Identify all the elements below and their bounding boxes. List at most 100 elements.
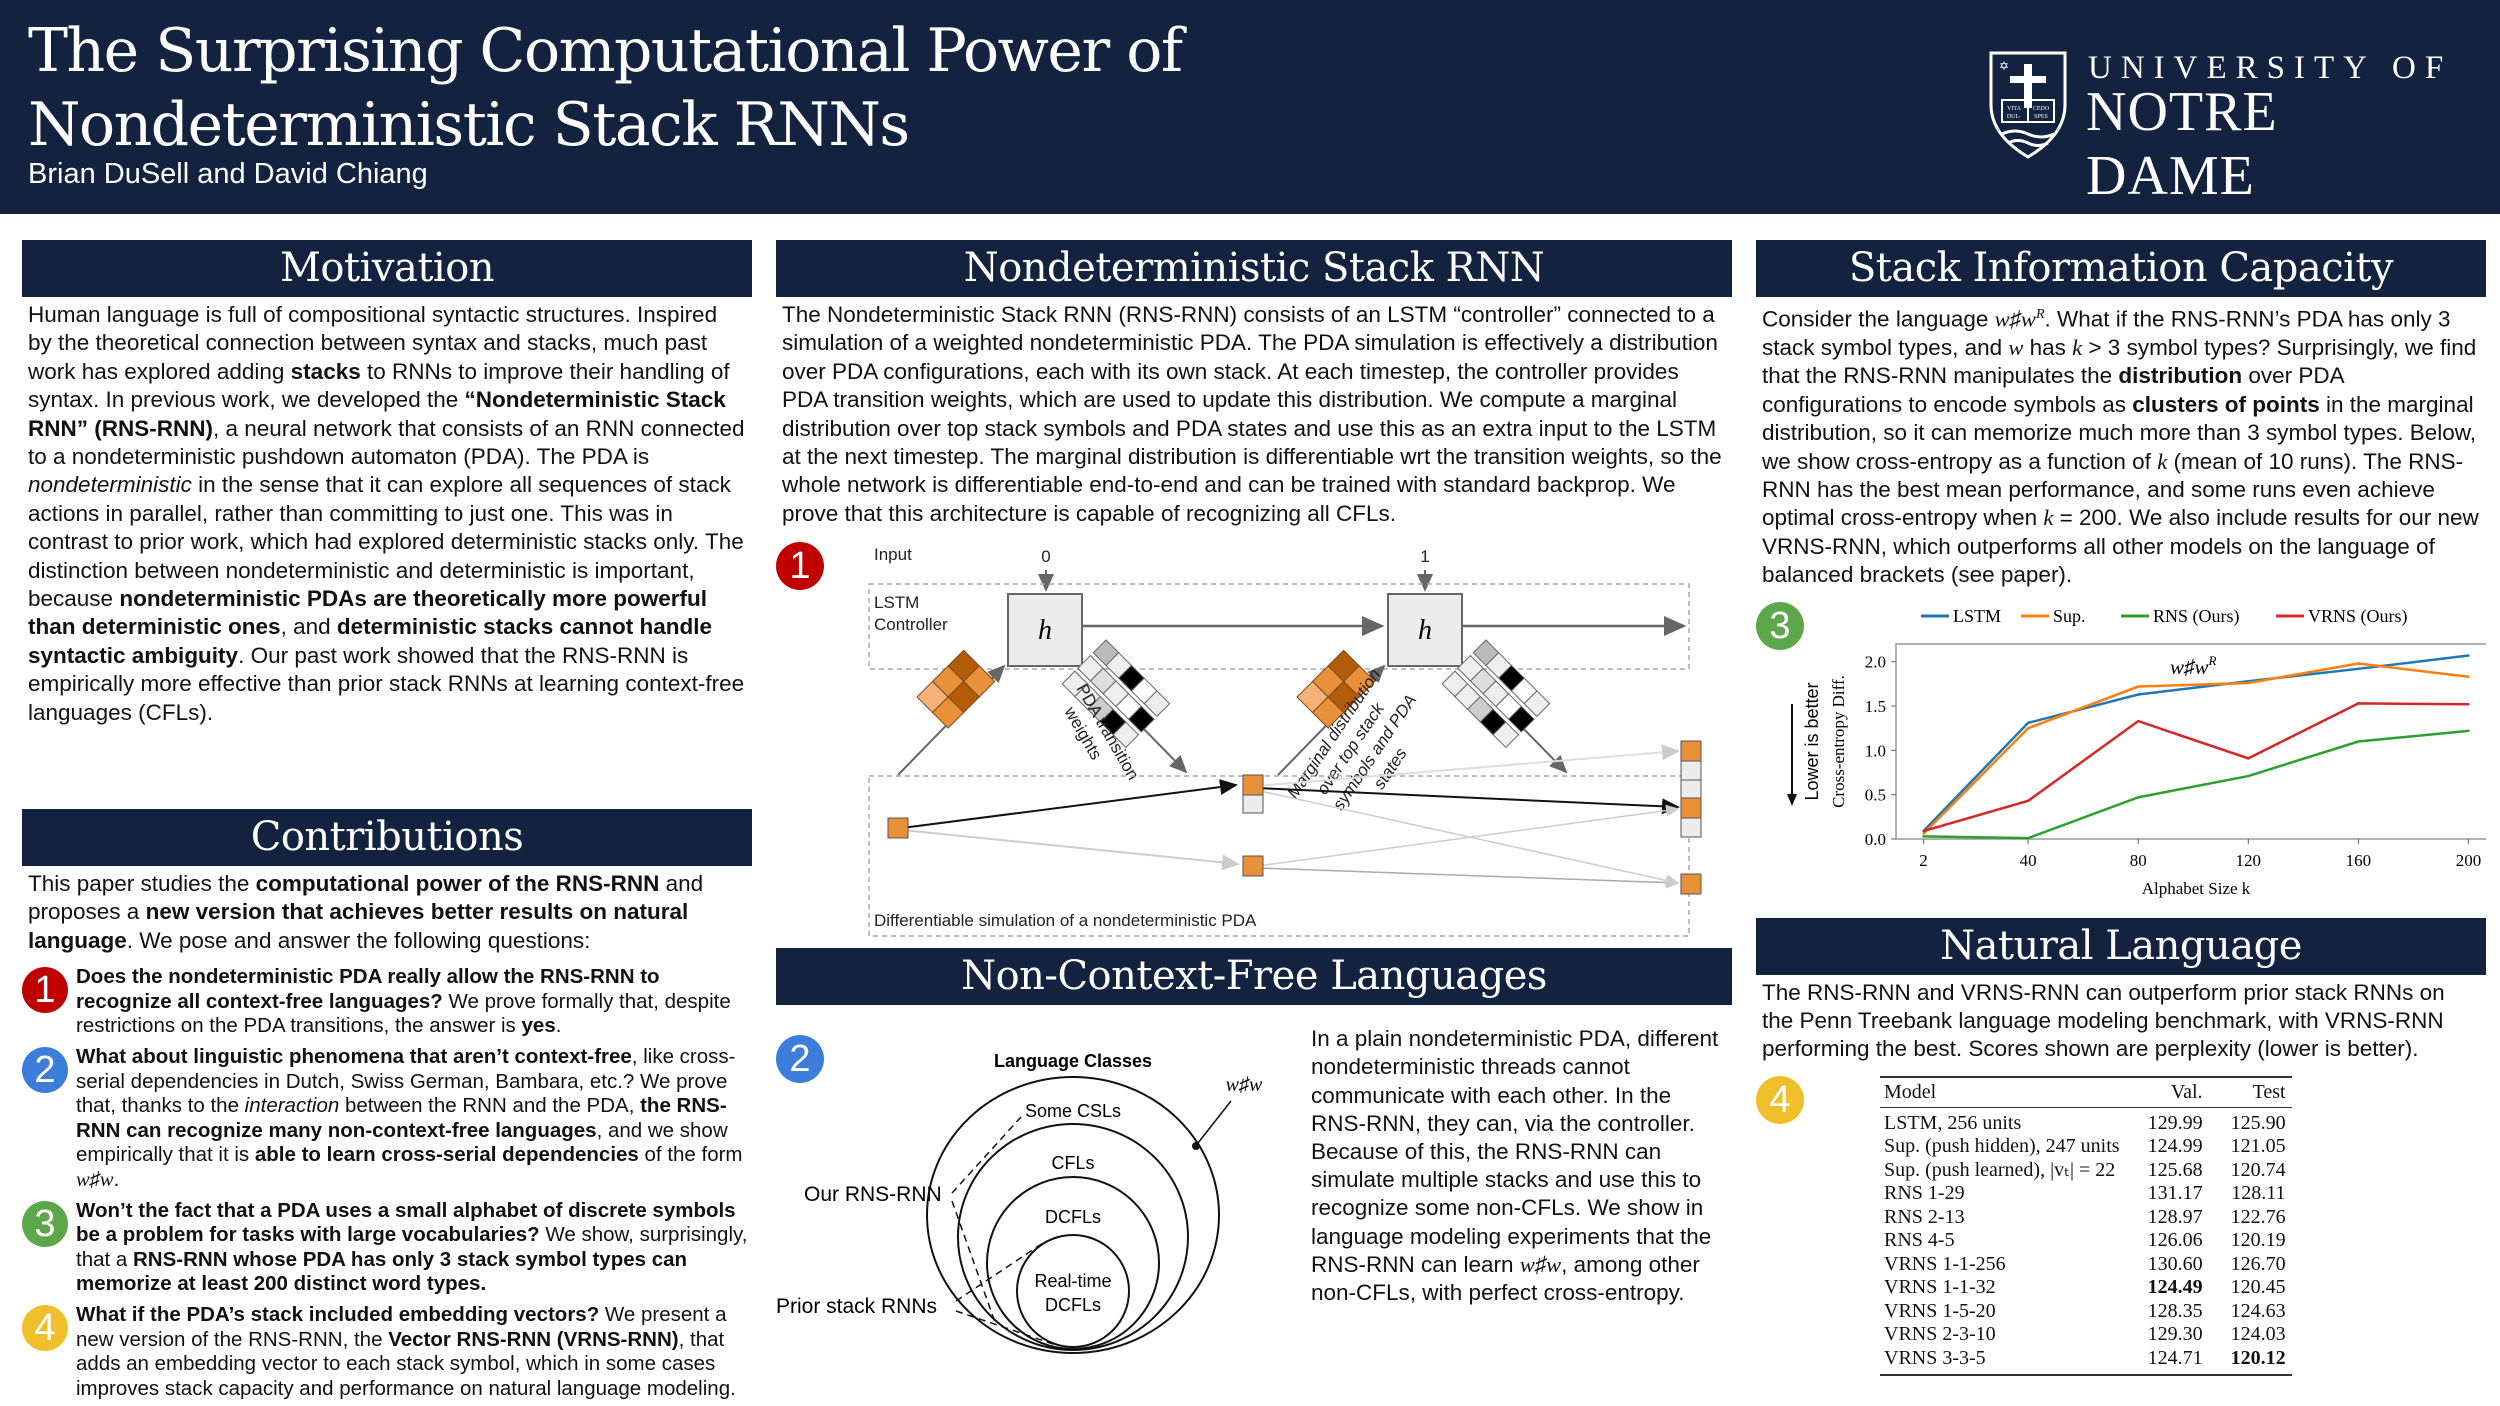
column-header: Model — [1880, 1076, 2126, 1108]
text-run: new version that achieves better results… — [28, 899, 689, 953]
question-text: What if the PDA’s stack included embeddi… — [76, 1302, 600, 1326]
data-point — [2467, 702, 2470, 706]
shield-icon: VITA DUL- CEDO SPES ✡ — [1989, 51, 2067, 159]
answer-text: between the RNN and the PDA, — [339, 1094, 641, 1118]
x-tick-label: 200 — [2456, 851, 2482, 870]
data-point — [1922, 834, 1925, 838]
cell-model: RNS 1-29 — [1884, 1182, 1965, 1205]
answer-bold: the RNS-RNN can recognize many non-conte… — [76, 1094, 727, 1142]
cell-model: VRNS 2-3-10 — [1884, 1323, 1996, 1346]
text-run: . What if the RNS-RNN’s PDA has only 3 s… — [1762, 306, 2451, 360]
cell-test: 120.12 — [2208, 1346, 2292, 1377]
diagram-title: Language Classes — [994, 1051, 1152, 1071]
math-expression: k — [2072, 334, 2083, 360]
series-line-sup — [1922, 661, 2469, 835]
answer-text: We prove formally that, despite restrict… — [76, 989, 731, 1038]
figure-badge-4: 4 — [1756, 1075, 1804, 1124]
answer-bold: able to learn cross-serial dependencies — [254, 1143, 639, 1167]
marginal-grid-1 — [1296, 649, 1376, 730]
text-bold: distribution — [2118, 363, 2243, 389]
text-run: , among other non-CFLs, with perfect cro… — [1311, 1251, 1700, 1306]
cell-test: 126.70 — [2230, 1252, 2286, 1275]
cell-test: 124.63 — [2230, 1299, 2286, 1322]
cell-test: 128.11 — [2231, 1182, 2286, 1205]
data-point — [1922, 829, 1925, 832]
question-text: What about linguistic phenomena that are… — [76, 1045, 632, 1068]
title-line-1: The Surprising Computational Power of — [28, 16, 1183, 86]
controller-label-2: Controller — [874, 615, 948, 634]
cell-test: 120.45 — [2230, 1276, 2286, 1299]
cell-model: VRNS 3-3-5 — [1880, 1346, 2126, 1377]
hidden-state-1 — [1387, 593, 1463, 668]
cell-model: RNS 4-5 — [1884, 1229, 1955, 1252]
x-tick-label: 80 — [2130, 851, 2147, 870]
data-point — [2247, 774, 2250, 777]
text-run: “Nondeterministic Stack RNN” (RNS-RNN) — [28, 387, 726, 441]
data-point — [2137, 692, 2140, 696]
poster-title: The Surprising Computational Power of No… — [28, 14, 1183, 162]
contributions-heading: Contributions — [22, 809, 752, 866]
question-text: Won’t the fact that a PDA uses a small a… — [76, 1198, 736, 1247]
natural-language-text: The RNS-RNN and VRNS-RNN can outperform … — [1762, 979, 2445, 1062]
text-bold: clusters of points — [2132, 391, 2320, 417]
math-expression: w♯w — [1994, 306, 2036, 332]
number-badge-2: 2 — [22, 1047, 68, 1093]
math-superscript: R — [2035, 307, 2045, 322]
class-label: DCFLs — [1045, 1295, 1101, 1315]
answer-bold: Vector RNS-RNN (VRNS-RNN) — [388, 1327, 679, 1351]
text-run: and proposes a — [28, 871, 704, 925]
text-run: Consider the language — [1762, 306, 1995, 332]
cell-val: 131.17 — [2147, 1182, 2203, 1205]
lower-is-better-label: Lower is better — [1802, 682, 1822, 800]
cell-val: 124.49 — [2147, 1276, 2203, 1299]
cell-test: 122.76 — [2230, 1205, 2286, 1228]
series-line-vrns-ours — [1923, 701, 2469, 832]
data-point — [2026, 721, 2030, 724]
question-text: Does the nondeterministic PDA really all… — [76, 965, 660, 1013]
text-run: , a neural network that consists of an R… — [28, 415, 745, 470]
svg-text:CEDO: CEDO — [2033, 106, 2050, 112]
cell-model: RNS 2-13 — [1884, 1205, 1965, 1228]
cell-val: 128.97 — [2147, 1205, 2203, 1228]
column-header: Val. — [2125, 1076, 2209, 1108]
text-run: , and — [280, 614, 337, 640]
capacity-text: Consider the language w♯wR. What if the … — [1756, 297, 2486, 590]
text-run: (mean of 10 runs). The RNS-RNN has the b… — [1762, 448, 2464, 531]
controller-label-1: LSTM — [874, 593, 919, 612]
nsrnn-heading: Nondeterministic Stack RNN — [776, 240, 1732, 297]
y-tick-label: 0.0 — [1865, 830, 1886, 849]
input-token-0: 0 — [1041, 547, 1050, 566]
motivation-text: Human language is full of compositional … — [22, 297, 752, 807]
university-logo: VITA DUL- CEDO SPES ✡ UNIVERSITY OF NOTR… — [1988, 50, 2458, 207]
answer-text: We show, surprisingly, that a — [76, 1223, 748, 1271]
class-label: Some CSLs — [1025, 1101, 1121, 1121]
legend-label: Sup. — [2053, 606, 2086, 626]
stack-node — [1680, 797, 1702, 819]
stack-node — [1242, 794, 1264, 814]
column-middle: Nondeterministic Stack RNN The Nondeterm… — [776, 240, 1732, 1365]
stack-node — [1242, 855, 1264, 877]
data-point — [2026, 726, 2030, 729]
number-badge-4: 4 — [22, 1304, 68, 1351]
text-run: This paper studies the — [28, 871, 256, 896]
input-label: Input — [874, 545, 912, 564]
cell-val: 124.99 — [2147, 1135, 2203, 1158]
stack-node — [1680, 873, 1702, 895]
x-tick-label: 120 — [2236, 851, 2262, 870]
data-point — [2357, 701, 2360, 705]
answer-text: , that adds an embedding vector to each … — [76, 1327, 736, 1400]
cell-val: 130.60 — [2147, 1252, 2203, 1275]
data-point — [2357, 739, 2360, 743]
cell-val: 125.68 — [2147, 1158, 2203, 1181]
prior-stack-rnns-label: Prior stack RNNs — [776, 1295, 937, 1318]
data-point — [2137, 684, 2140, 688]
arrowhead-icon — [1787, 793, 1797, 806]
svg-text:✡: ✡ — [1999, 59, 2009, 73]
chart-series — [1922, 653, 2470, 839]
class-label: CFLs — [1051, 1153, 1094, 1173]
